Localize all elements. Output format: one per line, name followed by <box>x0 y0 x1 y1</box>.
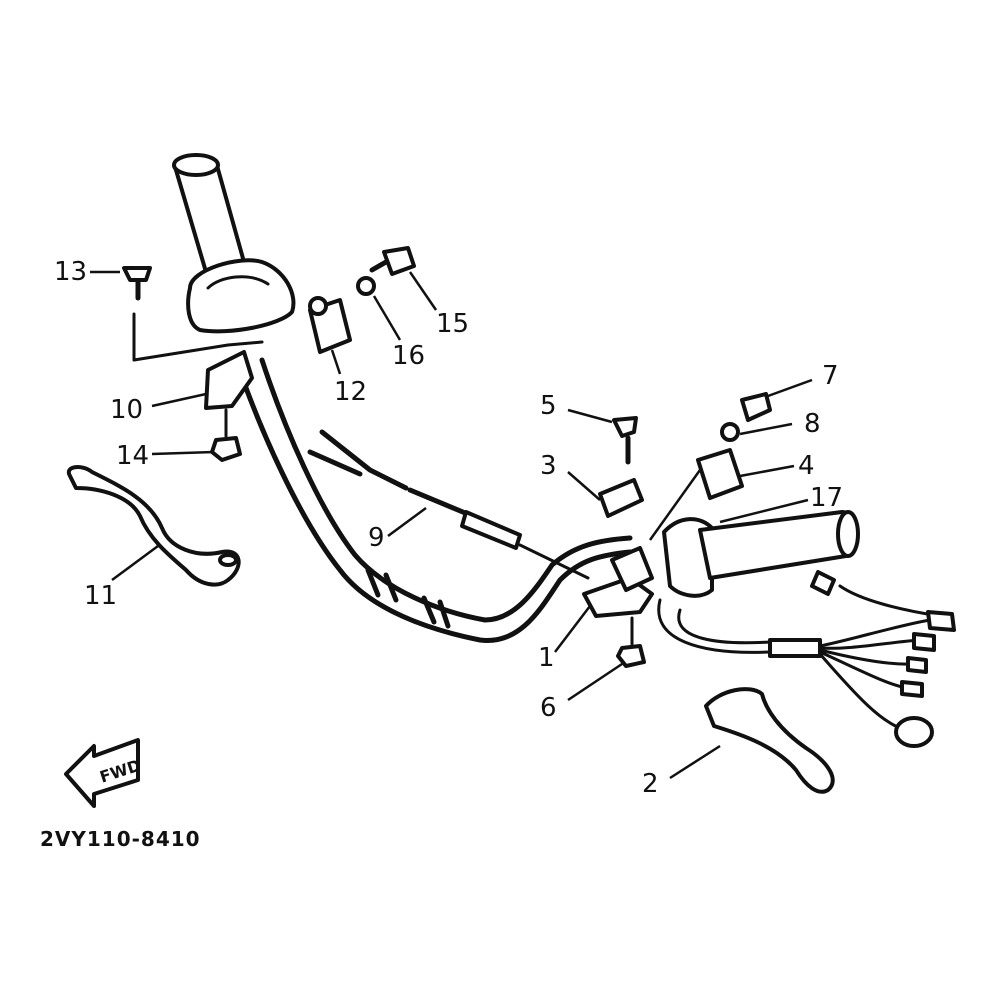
callout-11: 11 <box>84 581 117 611</box>
callout-2: 2 <box>642 769 659 799</box>
part-7-screw <box>740 392 772 422</box>
part-11-clutch-lever <box>66 465 241 587</box>
callout-17: 17 <box>810 483 843 513</box>
callout-16: 16 <box>392 341 425 371</box>
throttle-grip-assembly <box>172 153 296 334</box>
part-13-bolt <box>122 266 152 362</box>
front-direction-arrow: FWD <box>64 738 143 808</box>
callout-8: 8 <box>804 409 821 439</box>
callout-labels: 13 10 14 11 12 16 15 9 5 3 7 8 4 17 1 6 … <box>54 257 843 799</box>
callout-15: 15 <box>436 309 469 339</box>
handlebar <box>233 357 633 643</box>
part-3-bracket <box>598 478 644 518</box>
part-5-bolt <box>612 416 638 465</box>
part-14-nut <box>210 436 242 462</box>
callout-12: 12 <box>334 377 367 407</box>
part-8-washer <box>720 422 740 442</box>
callout-6: 6 <box>540 693 557 723</box>
part-6-nut <box>616 644 646 668</box>
part-10-clamp <box>132 340 264 410</box>
part-2-brake-lever <box>704 687 835 794</box>
leader-lines <box>90 270 813 780</box>
part-1-clamp <box>582 546 654 618</box>
callout-13: 13 <box>54 257 87 287</box>
callout-3: 3 <box>540 451 557 481</box>
part-17-grip-assembly <box>662 510 860 598</box>
part-code: 2VY110-8410 <box>40 827 201 851</box>
part-16-washer <box>356 276 376 296</box>
part-12-switch <box>308 296 352 354</box>
callout-4: 4 <box>798 451 815 481</box>
callout-10: 10 <box>110 395 143 425</box>
part-9-throttle-cable <box>307 429 590 580</box>
callout-1: 1 <box>538 643 555 673</box>
part-4-switch <box>696 448 744 500</box>
part-15-bolt <box>369 246 416 276</box>
callout-9: 9 <box>368 523 385 553</box>
callout-14: 14 <box>116 441 149 471</box>
wiring-harness <box>657 570 956 748</box>
callout-5: 5 <box>540 391 557 421</box>
callout-7: 7 <box>822 361 839 391</box>
